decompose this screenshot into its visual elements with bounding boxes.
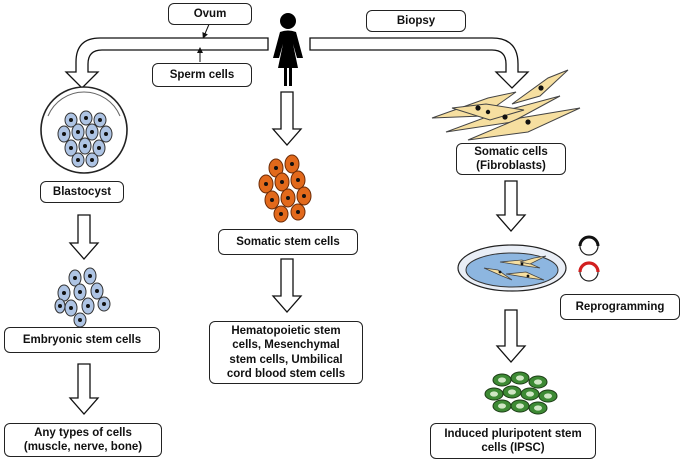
ovum-label: Ovum: [168, 3, 252, 25]
embryonic-stem-cells-label: Embryonic stem cells: [4, 327, 160, 353]
embryonic-cells-icon: [54, 267, 111, 328]
any-types-of-cells-label: Any types of cells (muscle, nerve, bone): [4, 423, 162, 457]
blastocyst-icon: [40, 86, 128, 174]
somatic-stem-cells-icon: [258, 154, 312, 223]
somatic-cells-fibroblasts-label: Somatic cells (Fibroblasts): [456, 143, 566, 175]
person-icon: [273, 13, 303, 86]
arrow-embryonic-to-any: [68, 363, 100, 415]
plasmid-icon: [578, 235, 600, 282]
blastocyst-label: Blastocyst: [40, 181, 124, 203]
arrow-to-fibroblasts: [309, 37, 530, 89]
somatic-stem-cell-examples-label: Hematopoietic stem cells, Mesenchymal st…: [209, 321, 363, 384]
down-arrows: [68, 91, 527, 415]
arrow-person-to-somatic: [271, 91, 303, 146]
petri-dish-icon: [457, 244, 567, 292]
arrow-somatic-to-examples: [271, 258, 303, 313]
arrow-dish-to-ipsc: [495, 309, 527, 363]
ipsc-label: Induced pluripotent stem cells (IPSC): [430, 423, 596, 459]
sperm-cells-label: Sperm cells: [152, 63, 252, 87]
somatic-stem-cells-label: Somatic stem cells: [218, 229, 358, 255]
arrow-fibroblast-to-dish: [495, 180, 527, 232]
reprogramming-label: Reprogramming: [560, 294, 680, 320]
arrow-to-blastocyst: [64, 37, 269, 89]
biopsy-label: Biopsy: [366, 10, 466, 32]
arrow-blastocyst-to-embryonic: [68, 214, 100, 260]
